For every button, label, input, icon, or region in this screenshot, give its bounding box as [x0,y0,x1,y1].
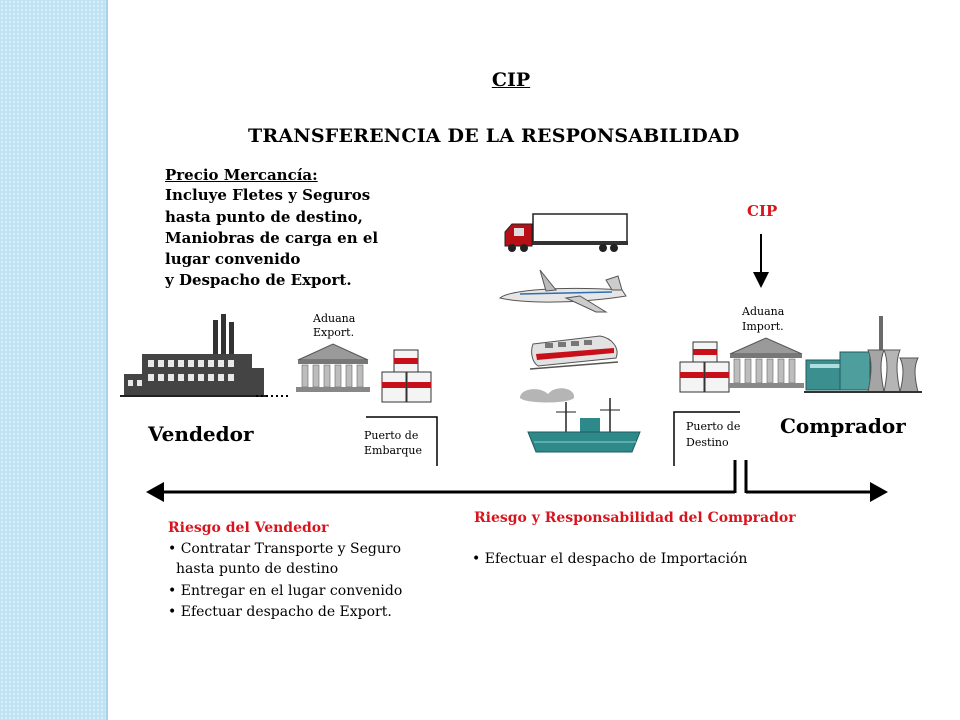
seller-risk-item: • Entregar en el lugar convenido [168,583,403,599]
side-stripe [0,0,108,720]
price-line: lugar convenido [165,250,301,268]
industrial-plant-icon [804,316,922,393]
ship-icon [520,388,641,453]
port-origin-bracket [366,416,438,466]
customs-building-icon [728,337,804,388]
seller-label: Vendedor [148,422,254,446]
seller-risk-heading: Riesgo del Vendedor [168,520,329,536]
customs-export-label-2: Export. [313,326,355,339]
port-origin-label-2: Embarque [364,444,422,457]
airplane-icon [498,269,627,313]
seller-risk-item-cont: hasta punto de destino [176,561,339,577]
subtitle: TRANSFERENCIA DE LA RESPONSABILIDAD [248,125,740,147]
seller-risk-item: • Efectuar despacho de Export. [168,604,392,620]
cip-arrow-icon [753,234,769,288]
customs-import-label-1: Aduana [742,305,785,318]
seller-risk-item: • Contratar Transporte y Seguro [168,541,402,557]
price-heading: Precio Mercancía: [165,166,318,184]
truck-icon [504,213,628,252]
price-line: y Despacho de Export. [165,271,352,289]
train-icon [529,335,619,370]
port-destination-bracket [673,411,740,466]
buyer-risk-item: • Efectuar el despacho de Importación [472,551,748,567]
cargo-boxes-icon [679,341,730,393]
price-line: hasta punto de destino, [165,208,363,226]
price-line: Maniobras de carga en el [165,229,379,247]
page-title: CIP [491,69,531,91]
port-destination-label-1: Puerto de [686,420,741,433]
cip-marker-label: CIP [747,202,778,220]
port-origin-label-1: Puerto de [364,429,419,442]
port-destination-label-2: Destino [686,436,729,449]
buyer-label: Comprador [780,414,906,438]
factory-icon [120,314,266,397]
price-line: Incluye Fletes y Seguros [165,186,371,204]
buyer-risk-heading: Riesgo y Responsabilidad del Comprador [474,510,796,526]
customs-import-label-2: Import. [742,320,784,333]
risk-split-arrows [146,460,888,502]
customs-export-label-1: Aduana [313,312,356,325]
cargo-boxes-icon [381,349,432,403]
customs-building-icon [296,343,370,392]
